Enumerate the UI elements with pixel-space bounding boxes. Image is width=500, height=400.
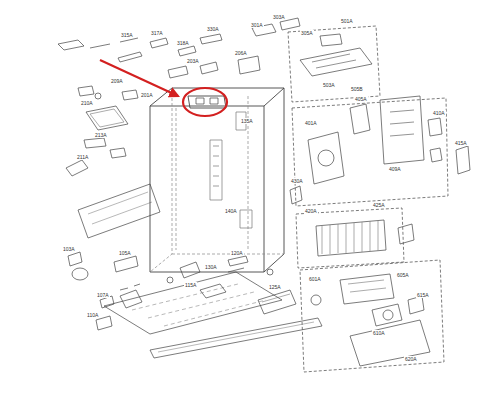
callout-number: 410A <box>432 110 446 116</box>
callout-number: 110A <box>86 312 99 318</box>
callout-number: 130A <box>204 264 218 270</box>
callout-number: 210A <box>80 100 94 106</box>
callout-number: 318A <box>176 40 190 46</box>
callout-number: 503A <box>322 82 336 88</box>
callout-number: 610A <box>372 330 386 336</box>
callout-number: 620A <box>404 356 418 362</box>
callout-number: 425A <box>372 202 386 208</box>
callout-number: 305A <box>300 30 314 36</box>
pointer-arrow <box>100 60 178 96</box>
callout-number: 317A <box>150 30 164 36</box>
callout-number: 405A <box>354 96 368 102</box>
callout-number: 211A <box>76 154 89 160</box>
callout-number: 140A <box>224 208 238 214</box>
callout-number: 420A <box>304 208 318 214</box>
callout-number: 303A <box>272 14 286 20</box>
callout-number: 401A <box>304 120 318 126</box>
highlight-circle <box>183 88 227 116</box>
callout-number: 301A <box>250 22 264 28</box>
callout-number: 115A <box>184 282 197 288</box>
callout-number: 125A <box>268 284 282 290</box>
callout-number: 206A <box>234 50 248 56</box>
callout-number: 315A <box>120 32 134 38</box>
callout-number: 201A <box>140 92 154 98</box>
callout-number: 505B <box>350 86 364 92</box>
callout-number: 601A <box>308 276 322 282</box>
callout-number: 135A <box>240 118 254 124</box>
callout-number: 107A <box>96 292 110 298</box>
callout-number: 501A <box>340 18 354 24</box>
callout-number: 203A <box>186 58 200 64</box>
callout-number: 415A <box>454 140 468 146</box>
callout-number: 209A <box>110 78 124 84</box>
callout-number: 409A <box>388 166 402 172</box>
callout-number: 213A <box>94 132 108 138</box>
callout-number: 605A <box>396 272 410 278</box>
callout-number: 615A <box>416 292 430 298</box>
callout-number: 430A <box>290 178 304 184</box>
callout-number: 120A <box>230 250 244 256</box>
cabinet <box>150 88 284 283</box>
callout-number: 103A <box>62 246 76 252</box>
callout-number: 330A <box>206 26 220 32</box>
callout-number: 105A <box>118 250 132 256</box>
